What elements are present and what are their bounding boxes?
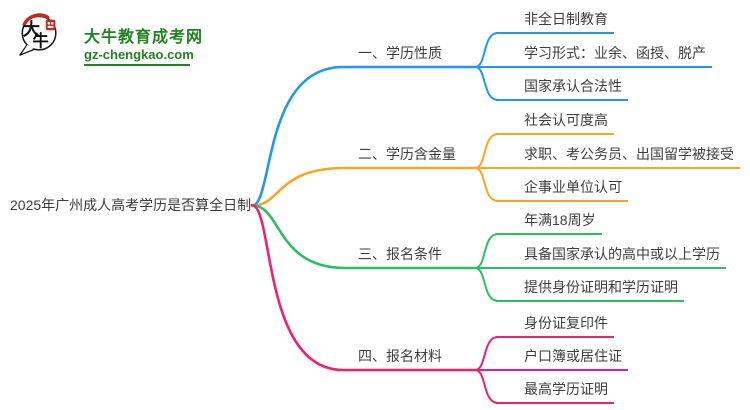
branch-label-4: 四、报名材料 xyxy=(358,348,442,364)
child-node: 学习形式：业余、函授、脱产 xyxy=(496,43,712,68)
child-node: 国家承认合法性 xyxy=(496,76,628,101)
site-logo[interactable]: 大 牛 大牛教育成考网 gz-chengkao.com xyxy=(18,11,228,66)
branch-label-3: 三、报名条件 xyxy=(358,246,442,262)
child-node: 非全日制教育 xyxy=(496,9,614,34)
child-node: 社会认可度高 xyxy=(496,110,614,135)
site-name: 大牛教育成考网 xyxy=(84,29,204,46)
site-domain: gz-chengkao.com xyxy=(84,47,194,62)
root-topic: 2025年广州成人高考学历是否算全日制 xyxy=(10,197,252,213)
logo-underline xyxy=(84,64,190,66)
child-node: 求职、考公务员、出国留学被接受 xyxy=(496,144,740,169)
child-node: 具备国家承认的高中或以上学历 xyxy=(496,244,726,269)
child-node: 企事业单位认可 xyxy=(496,177,628,202)
child-node: 户口簿或居住证 xyxy=(496,346,628,371)
child-node: 最高学历证明 xyxy=(496,379,614,404)
logo-char-top: 大 xyxy=(23,19,41,39)
branch-2-line xyxy=(250,166,477,208)
branch-3-line xyxy=(250,203,477,270)
red-arc xyxy=(22,13,50,27)
branch-1-line xyxy=(250,65,477,208)
branch-label-1: 一、学历性质 xyxy=(358,45,442,61)
bull-seal-logo-icon: 大 牛 xyxy=(19,13,57,56)
child-node: 身份证复印件 xyxy=(496,313,614,338)
branch-4-line xyxy=(250,203,477,372)
logo-char-bottom: 牛 xyxy=(32,32,48,51)
branch-label-2: 二、学历含金量 xyxy=(358,146,456,162)
child-node: 提供身份证明和学历证明 xyxy=(496,277,684,302)
child-node: 年满18周岁 xyxy=(496,210,602,235)
